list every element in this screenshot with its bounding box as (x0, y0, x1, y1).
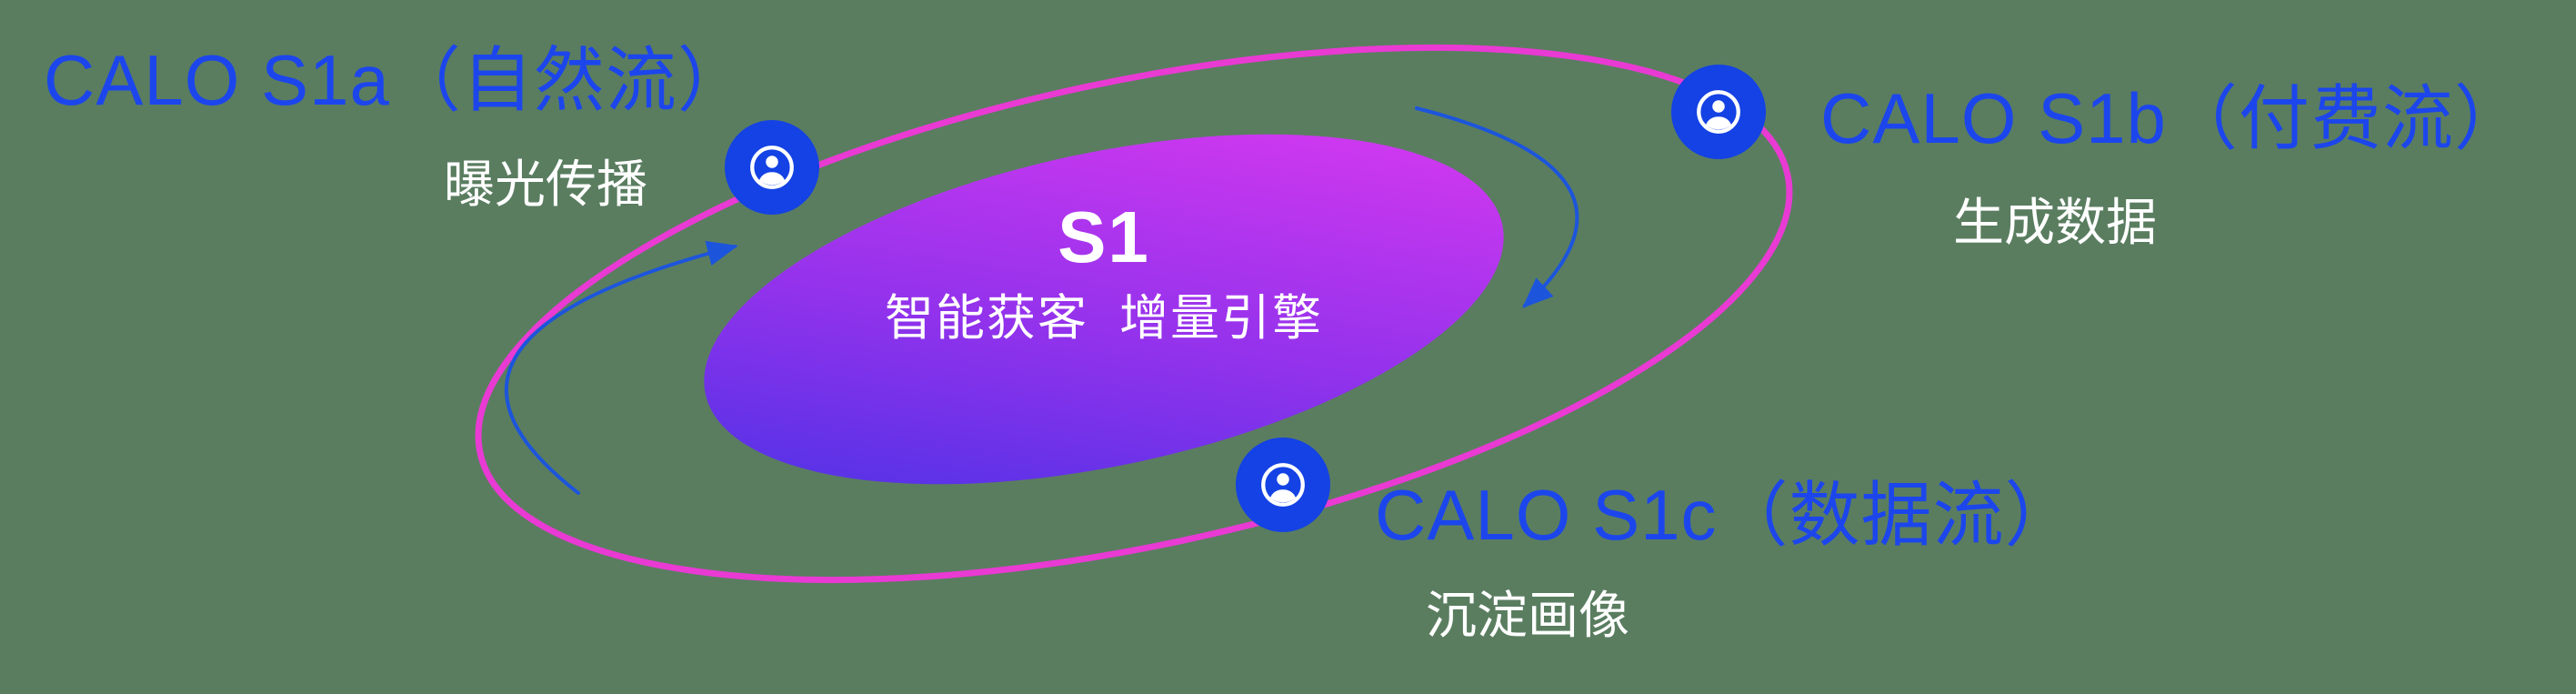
user-badge-s1c (1236, 438, 1330, 532)
core-ellipse (704, 134, 1504, 485)
core-label: S1 智能获客 增量引擎 (740, 193, 1468, 355)
node-title-s1c: CALO S1c（数据流） (1375, 475, 2077, 555)
core-subtitle: 智能获客 增量引擎 (884, 291, 1323, 346)
flow-arrow-left (505, 240, 738, 495)
user-circle-icon (1697, 90, 1740, 134)
node-subtitle-s1c: 沉淀画像 (1426, 587, 1629, 644)
node-subtitle-s1a: 曝光传播 (444, 156, 647, 213)
node-title-s1b: CALO S1b（付费流） (1820, 78, 2526, 158)
orbit-ellipse (475, 44, 1793, 584)
node-subtitle-s1b: 生成数据 (1953, 194, 2157, 251)
node-title-s1a: CALO S1a（自然流） (44, 40, 749, 120)
user-badge-s1a (725, 120, 819, 215)
core-title: S1 (1057, 196, 1150, 277)
user-circle-icon (750, 146, 794, 189)
user-badge-s1b (1671, 65, 1766, 159)
user-circle-icon (1261, 463, 1305, 507)
flow-arrow-right (1415, 106, 1579, 308)
